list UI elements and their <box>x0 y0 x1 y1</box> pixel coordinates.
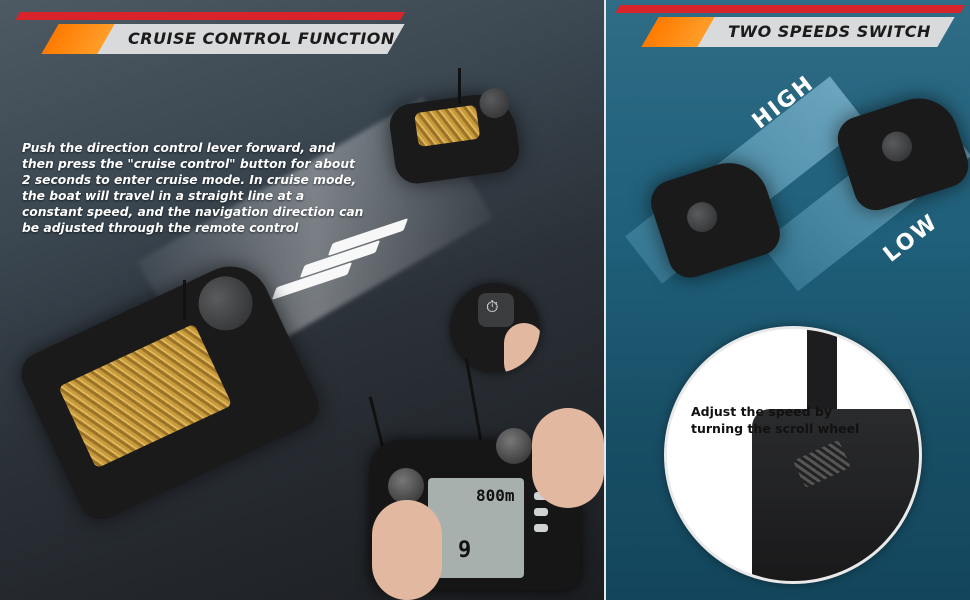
hand-left <box>372 500 442 600</box>
closeup-remote-body <box>752 409 919 581</box>
zoom-caption: Adjust the speed by turning the scroll w… <box>691 404 860 436</box>
boat-high-dome <box>683 198 721 237</box>
closeup-antenna <box>807 329 837 419</box>
boat-low-dome <box>878 127 916 166</box>
hand-right <box>532 408 604 508</box>
remote-lcd-screen: 800m 9 <box>428 478 524 578</box>
header-red-stripe <box>615 5 965 13</box>
speeds-title: TWO SPEEDS SWITCH <box>728 22 931 41</box>
boat-far <box>387 86 522 187</box>
cruise-control-button-closeup: ⏱ <box>450 283 540 373</box>
cruise-header: CRUISE CONTROL FUNCTION <box>15 12 420 54</box>
remote-number: 9 <box>458 538 472 563</box>
boat-near-antenna <box>183 280 186 320</box>
header-label-bg: CRUISE CONTROL FUNCTION <box>97 24 405 54</box>
remote-button <box>534 524 548 532</box>
boat-near-dome <box>189 267 262 340</box>
cruise-control-panel: CRUISE CONTROL FUNCTION Push the directi… <box>0 0 604 600</box>
joystick-left <box>388 468 424 504</box>
header-red-stripe <box>15 12 406 20</box>
boat-far-dome <box>477 86 512 121</box>
speeds-header: TWO SPEEDS SWITCH <box>615 5 970 47</box>
finger <box>504 323 540 373</box>
panel-divider <box>604 0 606 600</box>
header-label-bg: TWO SPEEDS SWITCH <box>697 17 955 47</box>
cruise-description: Push the direction control lever forward… <box>22 141 364 235</box>
remote-button <box>534 508 548 516</box>
boat-near-bait <box>58 323 233 469</box>
scroll-wheel-closeup: Adjust the speed by turning the scroll w… <box>664 326 922 584</box>
stopwatch-icon: ⏱ <box>486 297 499 316</box>
boat-far-antenna <box>458 68 461 104</box>
cruise-title: CRUISE CONTROL FUNCTION <box>128 29 395 48</box>
boat-far-bait <box>414 104 481 148</box>
cruise-key <box>478 293 514 327</box>
remote-distance: 800m <box>476 486 515 505</box>
joystick-right <box>496 428 532 464</box>
